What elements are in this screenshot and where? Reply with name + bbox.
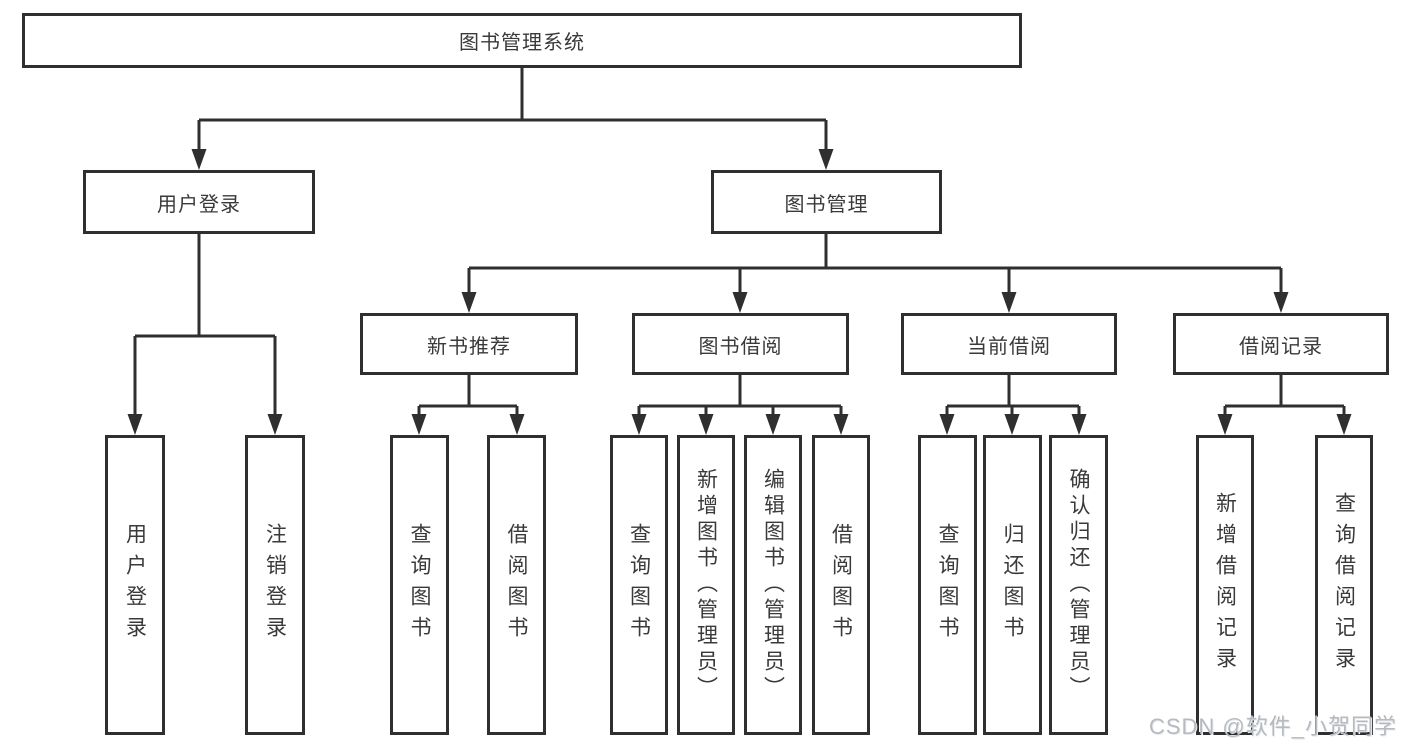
- node-book-borrowing: 图书借阅: [632, 313, 849, 375]
- node-label: 图书借阅: [698, 335, 783, 358]
- node-label: 新增借阅记录: [1213, 492, 1237, 678]
- leaf-add-borrow-record: 新增借阅记录: [1196, 435, 1254, 735]
- node-library-system: 图书管理系统: [22, 13, 1022, 68]
- leaf-query-books-recommend: 查询图书: [390, 435, 449, 735]
- node-label: 借阅记录: [1239, 335, 1323, 358]
- node-label: 图书管理系统: [459, 32, 585, 54]
- node-label: 编辑图书（管理员）: [761, 468, 785, 702]
- leaf-borrow-books-borrowing: 借阅图书: [812, 435, 870, 735]
- leaf-user-login: 用户登录: [105, 435, 165, 735]
- leaf-edit-book-admin: 编辑图书（管理员）: [744, 435, 802, 735]
- node-user-login: 用户登录: [83, 170, 315, 234]
- node-label: 用户登录: [123, 523, 147, 647]
- leaf-logout: 注销登录: [245, 435, 305, 735]
- node-label: 查询图书: [627, 523, 651, 647]
- csdn-watermark: CSDN @软件_小贺同学: [1148, 714, 1397, 739]
- node-label: 新书推荐: [427, 335, 511, 358]
- leaf-borrow-books-recommend: 借阅图书: [487, 435, 546, 735]
- node-label: 查询图书: [936, 523, 959, 647]
- node-label: 新增图书（管理员）: [694, 468, 718, 702]
- node-label: 查询图书: [408, 523, 431, 647]
- node-label: 图书管理: [784, 193, 869, 216]
- node-book-management: 图书管理: [711, 170, 942, 234]
- leaf-confirm-return-admin: 确认归还（管理员）: [1049, 435, 1108, 735]
- node-new-book-recommend: 新书推荐: [360, 313, 578, 375]
- leaf-return-book: 归还图书: [983, 435, 1042, 735]
- node-label: 查询借阅记录: [1332, 492, 1356, 678]
- node-label: 确认归还（管理员）: [1067, 468, 1090, 702]
- node-label: 注销登录: [263, 523, 287, 647]
- node-current-borrowing: 当前借阅: [901, 313, 1117, 375]
- leaf-query-books-borrowing: 查询图书: [610, 435, 668, 735]
- node-label: 借阅图书: [505, 523, 528, 647]
- node-label: 用户登录: [157, 193, 241, 216]
- leaf-query-borrow-record: 查询借阅记录: [1315, 435, 1373, 735]
- node-label: 借阅图书: [829, 523, 853, 647]
- node-borrowing-records: 借阅记录: [1173, 313, 1389, 375]
- node-label: 当前借阅: [967, 335, 1051, 358]
- leaf-query-books-current: 查询图书: [918, 435, 977, 735]
- node-label: 归还图书: [1001, 523, 1024, 647]
- leaf-add-book-admin: 新增图书（管理员）: [677, 435, 735, 735]
